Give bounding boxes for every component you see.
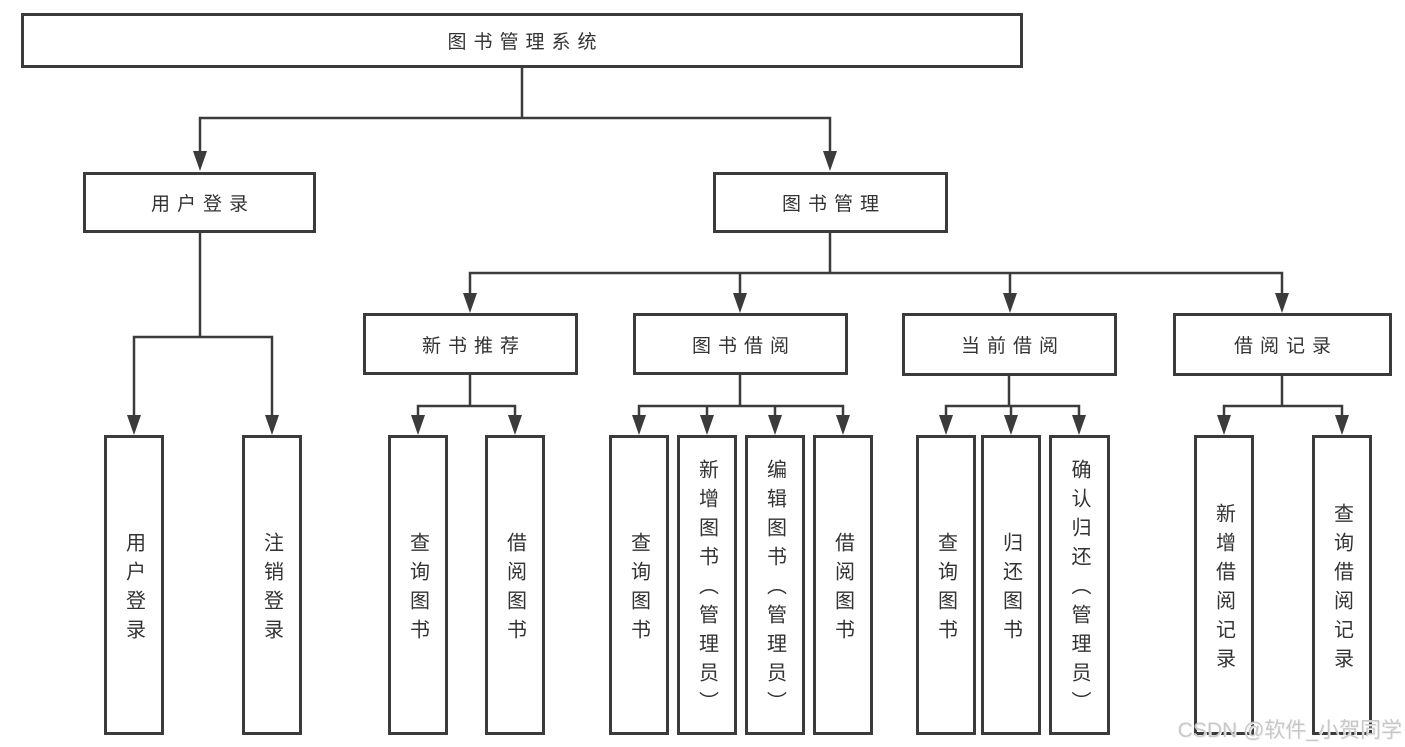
arrowhead-icon	[1004, 415, 1018, 435]
leaf-edit-book-admin-label: 编辑图书（管理员）	[763, 459, 786, 720]
leaf-confirm-return-admin: 确认归还（管理员）	[1049, 435, 1110, 735]
arrowhead-icon	[768, 415, 782, 435]
arrowhead-icon	[265, 415, 279, 435]
arrowhead-icon	[127, 415, 141, 435]
node-book-mgmt: 图书管理	[713, 172, 948, 233]
edge-book-mgmt-to-level3	[463, 231, 1289, 313]
arrowhead-icon	[1072, 415, 1086, 435]
leaf-query-borrow-record: 查询借阅记录	[1312, 435, 1372, 735]
leaf-edit-book-admin: 编辑图书（管理员）	[745, 435, 805, 735]
leaf-logout-label: 注销登录	[260, 531, 283, 648]
leaf-borrow-book-rec: 借阅图书	[485, 435, 545, 735]
arrowhead-icon	[939, 415, 953, 435]
arrowhead-icon	[836, 415, 850, 435]
node-borrow-records: 借阅记录	[1173, 313, 1392, 376]
leaf-query-book-rec-label: 查询图书	[406, 531, 429, 648]
leaf-add-borrow-record: 新增借阅记录	[1194, 435, 1254, 735]
leaf-confirm-return-admin-label: 确认归还（管理员）	[1068, 459, 1090, 720]
leaf-logout: 注销登录	[242, 435, 302, 735]
leaf-return-book-label: 归还图书	[999, 531, 1022, 648]
leaf-add-book-admin: 新增图书（管理员）	[677, 435, 737, 735]
arrowhead-icon	[193, 151, 207, 171]
leaf-return-book: 归还图书	[981, 435, 1041, 735]
node-current-borrow-label: 当前借阅	[960, 336, 1065, 357]
arrowhead-icon	[700, 415, 714, 435]
leaf-query-book-rec: 查询图书	[388, 435, 448, 735]
leaf-user-login-label: 用户登录	[122, 531, 145, 648]
node-new-book-rec-label: 新书推荐	[421, 335, 526, 357]
node-book-mgmt-label: 图书管理	[781, 194, 886, 215]
watermark: CSDN @软件_小贺同学	[1177, 719, 1402, 742]
node-root: 图书管理系统	[21, 13, 1023, 68]
node-book-borrow: 图书借阅	[633, 313, 848, 375]
arrowhead-icon	[508, 415, 522, 435]
arrowhead-icon	[411, 415, 425, 435]
leaf-user-login: 用户登录	[104, 435, 164, 735]
leaf-borrow-book-mgmt-label: 借阅图书	[831, 531, 854, 648]
leaf-borrow-book-mgmt: 借阅图书	[813, 435, 873, 735]
node-root-label: 图书管理系统	[447, 32, 604, 53]
edge-current-borrow-to-leaves	[939, 373, 1086, 435]
edge-root-to-level2	[193, 66, 837, 171]
node-new-book-rec: 新书推荐	[363, 313, 578, 375]
leaf-query-book-mgmt: 查询图书	[609, 435, 669, 735]
node-book-borrow-label: 图书借阅	[691, 335, 796, 357]
arrowhead-icon	[632, 415, 646, 435]
arrowhead-icon	[1275, 293, 1289, 313]
leaf-query-book-cur-label: 查询图书	[934, 531, 957, 648]
edge-book-borrow-to-leaves	[632, 373, 850, 435]
arrowhead-icon	[733, 293, 747, 313]
arrowhead-icon	[1217, 415, 1231, 435]
node-borrow-records-label: 借阅记录	[1233, 336, 1338, 357]
leaf-query-book-cur: 查询图书	[916, 435, 976, 735]
edge-user-login-to-leaves	[127, 231, 279, 435]
node-user-login: 用户登录	[83, 172, 316, 233]
edge-new-book-rec-to-leaves	[411, 373, 522, 435]
arrowhead-icon	[1335, 415, 1349, 435]
arrowhead-icon	[823, 151, 837, 171]
node-user-login-label: 用户登录	[150, 194, 255, 215]
leaf-query-book-mgmt-label: 查询图书	[627, 531, 650, 648]
leaf-add-borrow-record-label: 新增借阅记录	[1212, 502, 1235, 677]
arrowhead-icon	[463, 293, 477, 313]
leaf-add-book-admin-label: 新增图书（管理员）	[695, 459, 718, 720]
leaf-query-borrow-record-label: 查询借阅记录	[1330, 502, 1353, 677]
arrowhead-icon	[1003, 293, 1017, 313]
edge-borrow-records-to-leaves	[1217, 373, 1349, 435]
leaf-borrow-book-rec-label: 借阅图书	[503, 531, 526, 648]
node-current-borrow: 当前借阅	[902, 313, 1117, 376]
